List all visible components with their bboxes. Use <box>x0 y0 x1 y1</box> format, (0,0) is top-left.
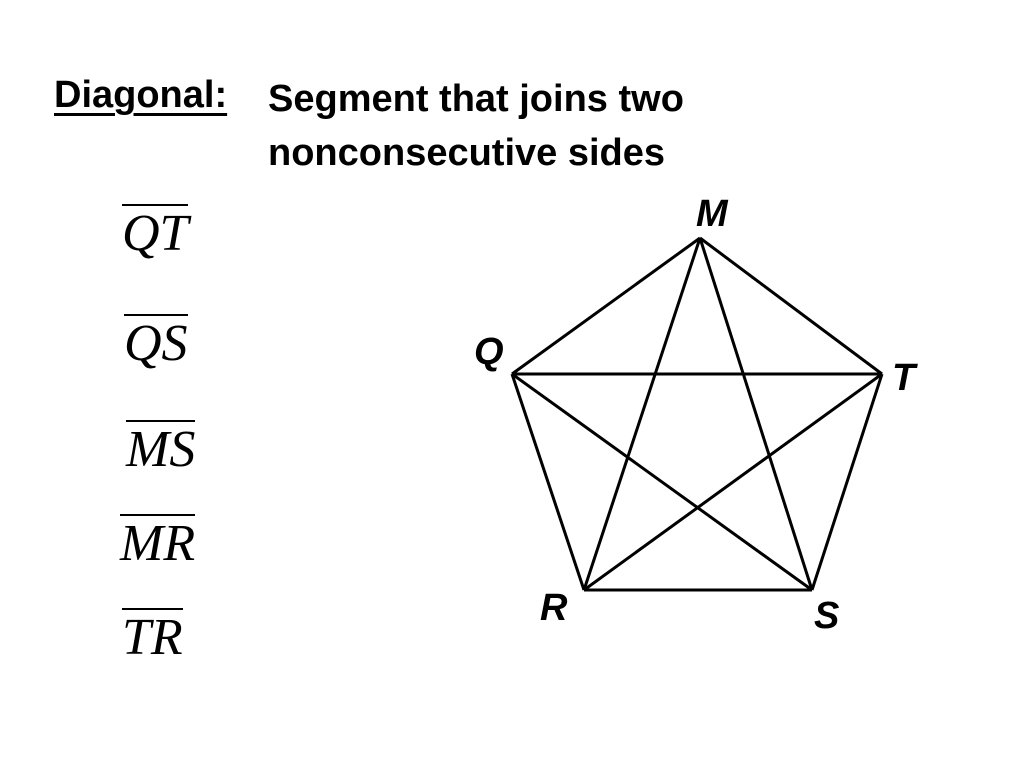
diagonal-qs <box>511 372 813 592</box>
vertex-label-m: M <box>696 193 729 235</box>
side-mt <box>699 236 883 376</box>
diagonal-tr <box>583 372 883 592</box>
side-qm <box>511 236 701 376</box>
diagonal-ms <box>698 237 814 591</box>
definition-text: Segment that joins two nonconsecutive si… <box>268 78 684 174</box>
diagonal-segment-tr: TR <box>122 608 183 666</box>
diagonal-segment-qt: QT <box>122 204 189 262</box>
vertex-label-q: Q <box>474 331 504 373</box>
vertex-label-r: R <box>540 587 568 629</box>
diagonal-segment-qs: QS <box>124 314 188 372</box>
diagonal-mr <box>582 237 702 591</box>
vertex-label-t: T <box>892 357 918 399</box>
vertex-label-s: S <box>814 595 839 637</box>
diagonal-segment-mr: MR <box>120 514 196 572</box>
term-heading: Diagonal: <box>54 74 228 116</box>
side-ts <box>810 373 884 591</box>
side-rq <box>510 373 586 591</box>
diagonal-segment-ms: MS <box>126 420 196 478</box>
